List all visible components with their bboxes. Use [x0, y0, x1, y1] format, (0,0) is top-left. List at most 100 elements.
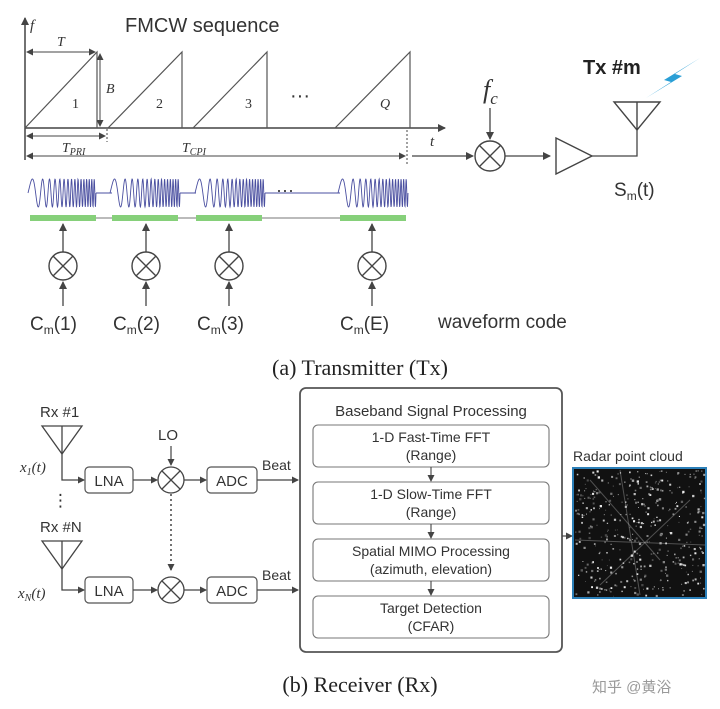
point-cloud-point [692, 579, 694, 582]
point-cloud-point [589, 525, 592, 528]
point-cloud-point [643, 565, 646, 568]
point-cloud-point [594, 579, 597, 581]
point-cloud-point [590, 509, 592, 511]
point-cloud-point [599, 552, 601, 554]
point-cloud-point [699, 546, 701, 549]
point-cloud-point [646, 485, 649, 488]
code-mixer-3 [214, 223, 244, 306]
point-cloud-point [634, 587, 637, 589]
point-cloud-point [616, 529, 618, 531]
point-cloud-point [687, 581, 689, 584]
point-cloud-point [694, 476, 697, 479]
point-cloud-point [649, 494, 652, 496]
tx-output-label: Sm(t) [614, 180, 655, 203]
chirp-3 [192, 50, 268, 129]
point-cloud-point [655, 594, 658, 597]
point-cloud-point [654, 488, 656, 489]
point-cloud-point [623, 586, 626, 589]
point-cloud-point [677, 472, 680, 474]
point-cloud-point [653, 586, 655, 588]
point-cloud-point [608, 504, 610, 506]
point-cloud-point [633, 563, 635, 565]
point-cloud-point [665, 471, 667, 473]
point-cloud-point [632, 533, 634, 535]
point-cloud-point [614, 584, 617, 587]
point-cloud-point [588, 532, 591, 534]
point-cloud-point [687, 530, 690, 533]
point-cloud-point [627, 498, 629, 500]
point-cloud-point [656, 499, 659, 502]
point-cloud-point [618, 483, 621, 486]
point-cloud-point [661, 507, 664, 510]
amp-to-antenna-line [592, 126, 638, 157]
point-cloud-point [584, 497, 586, 499]
point-cloud-point [597, 476, 600, 479]
point-cloud-point [646, 535, 649, 537]
point-cloud-point [686, 522, 689, 524]
point-cloud-point [677, 487, 679, 489]
point-cloud-point [612, 485, 614, 487]
waveform-code-label: waveform code [437, 312, 567, 333]
point-cloud-point [643, 523, 645, 525]
point-cloud-point [665, 537, 667, 539]
point-cloud-point [689, 589, 691, 591]
rx-caption: (b) Receiver (Rx) [282, 672, 437, 697]
point-cloud-point [588, 536, 591, 540]
receiver-section: Rx #1 x1(t) LNA LO ADC Beat ⋮ Rx #N xN(t… [17, 387, 707, 697]
point-cloud-point [611, 475, 614, 478]
point-cloud-point [633, 550, 636, 553]
point-cloud-point [593, 507, 595, 510]
code-mixer-2 [131, 223, 161, 306]
point-cloud-point [700, 492, 702, 494]
point-cloud-point [633, 539, 637, 542]
point-cloud-point [693, 548, 696, 551]
point-cloud-point [600, 568, 602, 570]
point-cloud-point [591, 569, 594, 573]
point-cloud-point [583, 477, 585, 479]
point-cloud-point [629, 539, 631, 542]
step-3-line1: Spatial MIMO Processing [352, 543, 510, 559]
point-cloud-point [585, 507, 588, 510]
point-cloud-point [703, 497, 706, 500]
point-cloud-point [689, 475, 692, 478]
point-cloud-point [580, 569, 583, 572]
rxn-feed-line [61, 569, 85, 594]
point-cloud-point [645, 511, 647, 513]
point-cloud-point [678, 486, 681, 488]
point-cloud-point [610, 591, 612, 593]
point-cloud-point [610, 543, 612, 545]
point-cloud-point [666, 554, 668, 556]
point-cloud-point [586, 513, 587, 515]
point-cloud-point [703, 587, 705, 590]
point-cloud-point [672, 561, 674, 563]
point-cloud-point [699, 483, 701, 485]
point-cloud-point [636, 593, 639, 596]
point-cloud-point [636, 480, 639, 483]
tx-mixer [474, 140, 506, 172]
point-cloud-point [645, 594, 648, 597]
point-cloud-point [665, 572, 666, 574]
point-cloud-point [632, 539, 633, 540]
point-cloud-point [605, 581, 608, 583]
point-cloud-point [594, 474, 597, 476]
point-cloud-point [613, 518, 617, 521]
point-cloud-point [584, 483, 586, 485]
point-cloud-point [603, 514, 605, 516]
point-cloud-point [658, 548, 661, 551]
point-cloud-point [620, 514, 622, 515]
chirp-q [334, 50, 411, 129]
point-cloud-point [579, 537, 582, 540]
tx-antenna-label: Tx #m [583, 57, 641, 79]
point-cloud-point [639, 558, 642, 561]
point-cloud-point [637, 501, 639, 503]
rx-vdots: ⋮ [52, 491, 69, 510]
point-cloud-point [695, 470, 697, 472]
point-cloud-point [615, 477, 618, 480]
point-cloud-point [689, 528, 692, 530]
point-cloud-point [684, 473, 686, 475]
point-cloud-point [598, 569, 600, 570]
point-cloud-point [678, 559, 681, 562]
point-cloud-point [596, 492, 599, 495]
point-cloud-point [646, 541, 648, 543]
